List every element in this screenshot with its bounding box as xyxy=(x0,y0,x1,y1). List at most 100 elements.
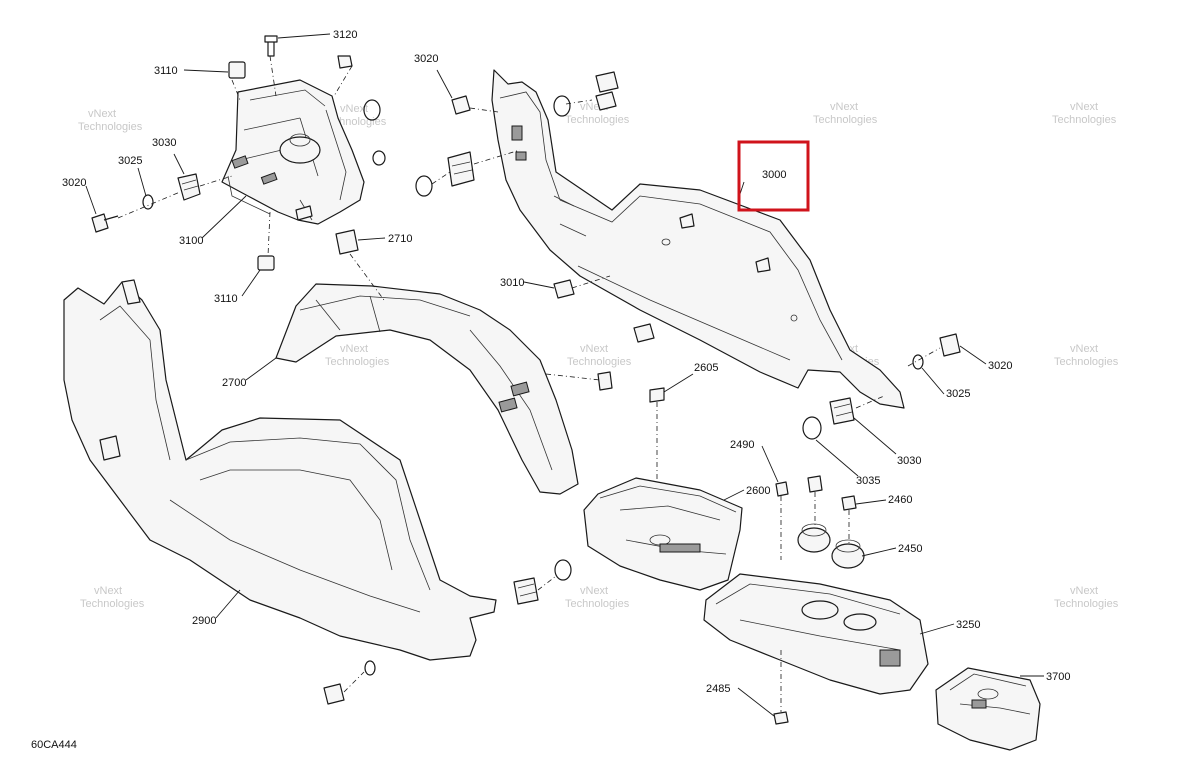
rivet xyxy=(447,151,475,187)
callout-3100: 3100 xyxy=(179,235,203,247)
pin-top xyxy=(595,91,617,111)
svg-text:Technologies: Technologies xyxy=(1054,356,1119,368)
part-3700-cover xyxy=(935,667,1041,751)
hardware-3000-group xyxy=(415,71,655,343)
highlight-box-3000 xyxy=(737,140,810,212)
pin-3020-top xyxy=(451,95,471,115)
console-slot xyxy=(659,543,701,553)
tray-slot xyxy=(879,649,901,667)
hardware-3250-group xyxy=(773,475,865,725)
part-3000-side-panel xyxy=(491,69,905,409)
pin-3020-right xyxy=(939,333,961,357)
callout-3020: 3020 xyxy=(62,177,86,189)
watermark: vNext Technologies xyxy=(1054,585,1119,610)
svg-text:vNext: vNext xyxy=(580,343,608,355)
hardware-2900-group xyxy=(323,559,572,705)
washer xyxy=(372,150,386,166)
screw-2490 xyxy=(775,481,789,497)
watermark: vNext Technologies xyxy=(1054,343,1119,368)
washer-3025-right xyxy=(912,354,924,370)
part-2700-duct xyxy=(275,229,613,495)
watermark: vNext Technologies xyxy=(325,343,390,368)
watermark: vNext Technologies xyxy=(567,343,632,368)
svg-text:Technologies: Technologies xyxy=(1052,114,1117,126)
callout-3000: 3000 xyxy=(762,169,786,181)
washer xyxy=(554,559,572,581)
callout-3700: 3700 xyxy=(1046,671,1070,683)
svg-text:vNext: vNext xyxy=(1070,585,1098,597)
leader-lines xyxy=(85,33,1044,717)
svg-text:vNext: vNext xyxy=(340,343,368,355)
diagram-code: 60CA444 xyxy=(31,739,77,751)
callout-labels: 3120 3110 3020 3030 3025 3020 3100 2710 … xyxy=(62,29,1070,695)
clip-3010 xyxy=(553,279,575,299)
svg-text:vNext: vNext xyxy=(830,101,858,113)
callout-3035: 3035 xyxy=(856,475,880,487)
screw xyxy=(597,371,613,391)
washer xyxy=(553,95,571,117)
part-3100-bracket xyxy=(221,79,365,225)
pin xyxy=(323,683,345,705)
panel-slot xyxy=(511,125,523,141)
callout-3030: 3030 xyxy=(152,137,176,149)
washer xyxy=(364,660,376,676)
part-2900-lower-panel xyxy=(63,279,497,661)
clip xyxy=(633,323,655,343)
svg-text:vNext: vNext xyxy=(94,585,122,597)
svg-text:vNext: vNext xyxy=(340,103,368,115)
rivet-top xyxy=(595,71,619,93)
push-pin xyxy=(337,55,353,69)
clip-nut xyxy=(295,205,313,221)
washer xyxy=(415,175,433,197)
callout-2485: 2485 xyxy=(706,683,730,695)
washer xyxy=(363,99,381,121)
callout-3110: 3110 xyxy=(154,65,178,77)
screw xyxy=(807,475,823,493)
panel-boss xyxy=(99,435,121,461)
callout-3025: 3025 xyxy=(118,155,142,167)
callout-2700: 2700 xyxy=(222,377,246,389)
rivet-lower xyxy=(513,577,539,605)
part-2600-console xyxy=(583,387,743,591)
washer-3025-left xyxy=(142,194,154,210)
duct-opening xyxy=(498,397,518,413)
svg-text:Technologies: Technologies xyxy=(565,598,630,610)
callout-2605: 2605 xyxy=(694,362,718,374)
knob-2450 xyxy=(831,539,865,569)
callout-3030: 3030 xyxy=(897,455,921,467)
part-3250-tray xyxy=(703,573,929,695)
callout-3250: 3250 xyxy=(956,619,980,631)
callout-3025: 3025 xyxy=(946,388,970,400)
svg-text:Technologies: Technologies xyxy=(325,356,390,368)
svg-text:Technologies: Technologies xyxy=(78,121,143,133)
panel-tab xyxy=(755,257,771,273)
clip-nut-3110-upper xyxy=(228,61,246,79)
screw-2605 xyxy=(649,387,665,403)
callout-2450: 2450 xyxy=(898,543,922,555)
watermark: vNext Technologies xyxy=(565,585,630,610)
watermark: vNext Technologies xyxy=(813,101,878,126)
watermark: vNext Technologies xyxy=(1052,101,1117,126)
callout-3120: 3120 xyxy=(333,29,357,41)
clip-nut-3110-lower xyxy=(257,255,275,271)
hardware-3100-group xyxy=(91,35,386,271)
svg-text:vNext: vNext xyxy=(1070,101,1098,113)
screw-3120 xyxy=(264,35,278,57)
clip-2710 xyxy=(335,229,359,255)
svg-text:Technologies: Technologies xyxy=(80,598,145,610)
watermark: vNext Technologies xyxy=(78,108,143,133)
callout-3020: 3020 xyxy=(988,360,1012,372)
svg-text:Technologies: Technologies xyxy=(1054,598,1119,610)
clip-2485 xyxy=(773,711,789,725)
svg-text:vNext: vNext xyxy=(580,585,608,597)
knob-left xyxy=(797,523,831,553)
callout-2900: 2900 xyxy=(192,615,216,627)
hardware-right-group xyxy=(802,333,961,440)
svg-text:Technologies: Technologies xyxy=(565,114,630,126)
callout-2600: 2600 xyxy=(746,485,770,497)
panel-tab xyxy=(121,279,141,305)
rivet-3030-right xyxy=(829,397,855,425)
callout-3020: 3020 xyxy=(414,53,438,65)
washer-3035 xyxy=(802,416,822,440)
